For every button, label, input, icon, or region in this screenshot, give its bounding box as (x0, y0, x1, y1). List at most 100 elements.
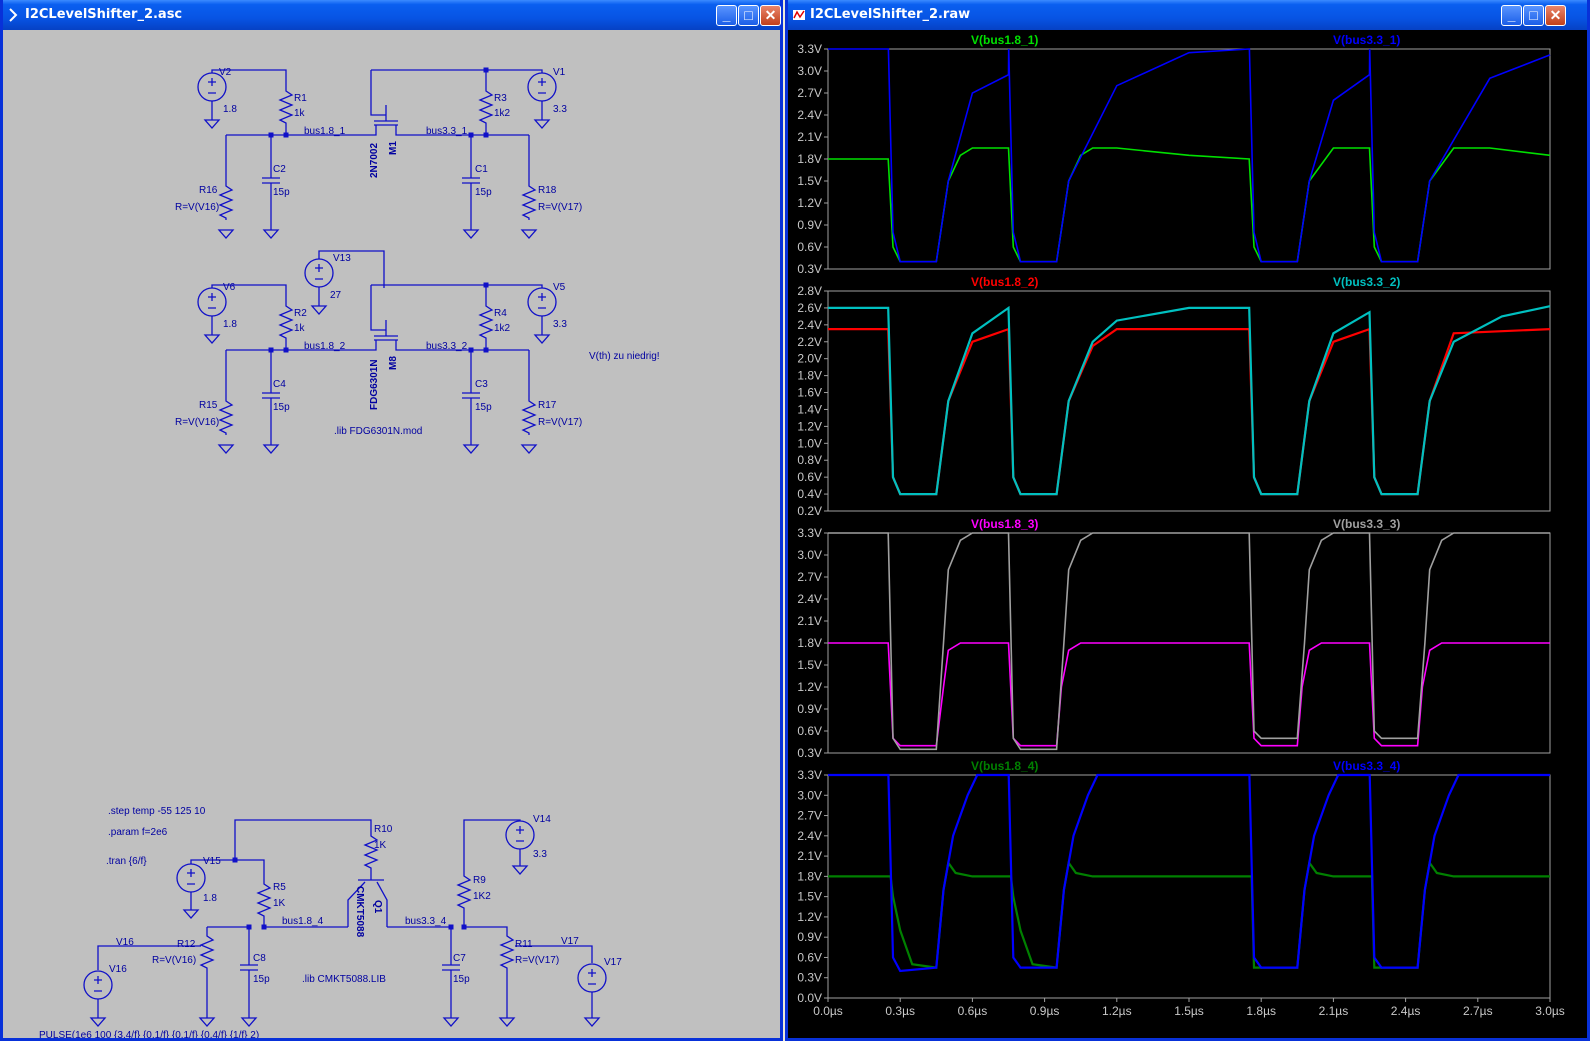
label-C1_val[interactable]: 15p (475, 187, 492, 198)
trace-label[interactable]: V(bus3.3_3) (1333, 517, 1400, 531)
waveform-pane-4[interactable]: 0.0V0.3V0.6V0.9V1.2V1.5V1.8V2.1V2.4V2.7V… (797, 759, 1551, 1005)
label-R18[interactable]: R18 (538, 185, 557, 196)
label-R4[interactable]: R4 (494, 308, 507, 319)
pulse-directive[interactable]: PULSE(1e6 100 {3.4/f} {0.1/f} {0.1/f} {0… (39, 1030, 259, 1038)
bjt-name[interactable]: Q1 (372, 900, 383, 914)
label-V1_val[interactable]: 3.3 (553, 104, 567, 115)
label-R17[interactable]: R17 (538, 400, 557, 411)
label-R2[interactable]: R2 (294, 308, 307, 319)
label-R11_val[interactable]: R=V(V17) (515, 955, 559, 966)
waveform-pane-3[interactable]: 0.3V0.6V0.9V1.2V1.5V1.8V2.1V2.4V2.7V3.0V… (797, 517, 1551, 760)
spice-directive[interactable]: .lib CMKT5088.LIB (302, 974, 386, 985)
spice-directive[interactable]: .tran {6/f} (106, 856, 147, 867)
label-R12[interactable]: R12 (177, 939, 196, 950)
waveform-plots[interactable]: 0.3V0.6V0.9V1.2V1.5V1.8V2.1V2.4V2.7V3.0V… (788, 30, 1587, 1038)
label-R1[interactable]: R1 (294, 93, 307, 104)
net-label[interactable]: V16 (116, 937, 134, 948)
label-V6_val[interactable]: 1.8 (223, 319, 237, 330)
label-C7[interactable]: C7 (453, 953, 466, 964)
label-V13[interactable]: V13 (333, 253, 351, 264)
spice-directive[interactable]: .lib FDG6301N.mod (334, 426, 422, 437)
label-C8_val[interactable]: 15p (253, 974, 270, 985)
label-R16_val[interactable]: R=V(V16) (175, 202, 219, 213)
trace-label[interactable]: V(bus3.3_2) (1333, 275, 1400, 289)
label-V2_val[interactable]: 1.8 (223, 104, 237, 115)
mosfet-name[interactable]: M1 (388, 141, 399, 155)
trace-label[interactable]: V(bus1.8_1) (971, 33, 1038, 47)
net-label[interactable]: bus1.8_1 (304, 126, 346, 137)
schematic-titlebar[interactable]: I2CLevelShifter_2.asc _ □ ✕ (3, 0, 781, 30)
label-R10[interactable]: R10 (374, 824, 393, 835)
label-R9[interactable]: R9 (473, 875, 486, 886)
trace-label[interactable]: V(bus1.8_3) (971, 517, 1038, 531)
label-R15_val[interactable]: R=V(V16) (175, 417, 219, 428)
label-V16[interactable]: V16 (109, 964, 127, 975)
close-button[interactable]: ✕ (760, 5, 781, 26)
label-C1[interactable]: C1 (475, 164, 488, 175)
schematic-drawing[interactable]: V2 1.8 R1 1k V1 3.3 R3 1k2 bus1.8_1 bus3.3_1C2 15p… (3, 30, 780, 1038)
label-C3_val[interactable]: 15p (475, 402, 492, 413)
label-C2_val[interactable]: 15p (273, 187, 290, 198)
label-R12_val[interactable]: R=V(V16) (152, 955, 196, 966)
label-R18_val[interactable]: R=V(V17) (538, 202, 582, 213)
label-V17[interactable]: V17 (604, 957, 622, 968)
trace-label[interactable]: V(bus1.8_4) (971, 759, 1038, 773)
spice-directive[interactable]: .step temp -55 125 10 (108, 806, 206, 817)
label-R5[interactable]: R5 (273, 882, 286, 893)
label-R3[interactable]: R3 (494, 93, 507, 104)
label-C3[interactable]: C3 (475, 379, 488, 390)
mosfet-model[interactable]: FDG6301N (369, 359, 380, 410)
label-C4_val[interactable]: 15p (273, 402, 290, 413)
net-label[interactable]: bus3.3_4 (405, 916, 447, 927)
label-V6[interactable]: V6 (223, 282, 236, 293)
net-label[interactable]: bus3.3_1 (426, 126, 468, 137)
waveform-pane-2[interactable]: 0.2V0.4V0.6V0.8V1.0V1.2V1.4V1.6V1.8V2.0V… (797, 275, 1551, 518)
label-C7_val[interactable]: 15p (453, 974, 470, 985)
waveform-pane-1[interactable]: 0.3V0.6V0.9V1.2V1.5V1.8V2.1V2.4V2.7V3.0V… (797, 33, 1551, 276)
bjt-model[interactable]: CMKT5088 (354, 886, 365, 938)
maximize-button[interactable]: □ (738, 5, 759, 26)
label-R4_val[interactable]: 1k2 (494, 323, 511, 334)
label-V14_val[interactable]: 3.3 (533, 849, 547, 860)
label-R16[interactable]: R16 (199, 185, 218, 196)
maximize-button[interactable]: □ (1523, 5, 1544, 26)
mosfet-model[interactable]: 2N7002 (369, 143, 380, 178)
net-label[interactable]: V17 (561, 936, 579, 947)
label-V2[interactable]: V2 (219, 67, 232, 78)
label-C2[interactable]: C2 (273, 164, 286, 175)
spice-directive[interactable]: .param f=2e6 (108, 827, 168, 838)
label-R17_val[interactable]: R=V(V17) (538, 417, 582, 428)
trace-label[interactable]: V(bus3.3_4) (1333, 759, 1400, 773)
net-label[interactable]: bus1.8_4 (282, 916, 324, 927)
note-text[interactable]: V(th) zu niedrig! (589, 351, 660, 362)
trace-label[interactable]: V(bus1.8_2) (971, 275, 1038, 289)
trace-label[interactable]: V(bus3.3_1) (1333, 33, 1400, 47)
mosfet-name[interactable]: M8 (388, 356, 399, 370)
label-V13_val[interactable]: 27 (330, 290, 342, 301)
close-button[interactable]: ✕ (1545, 5, 1566, 26)
label-R1_val[interactable]: 1k (294, 108, 306, 119)
label-R10_val[interactable]: 1K (374, 840, 387, 851)
label-V5[interactable]: V5 (553, 282, 566, 293)
label-R9_val[interactable]: 1K2 (473, 891, 491, 902)
label-R3_val[interactable]: 1k2 (494, 108, 511, 119)
label-R15[interactable]: R15 (199, 400, 218, 411)
label-R11[interactable]: R11 (515, 939, 533, 950)
label-V5_val[interactable]: 3.3 (553, 319, 567, 330)
label-V15[interactable]: V15 (203, 856, 221, 867)
net-label[interactable]: bus1.8_2 (304, 341, 346, 352)
label-R2_val[interactable]: 1k (294, 323, 306, 334)
minimize-button[interactable]: _ (1501, 5, 1522, 26)
label-V14[interactable]: V14 (533, 814, 551, 825)
minimize-button[interactable]: _ (716, 5, 737, 26)
label-V15_val[interactable]: 1.8 (203, 893, 217, 904)
waveform-titlebar[interactable]: I2CLevelShifter_2.raw _ □ ✕ (788, 0, 1587, 30)
net-label[interactable]: bus3.3_2 (426, 341, 468, 352)
label-C8[interactable]: C8 (253, 953, 266, 964)
label-C4[interactable]: C4 (273, 379, 286, 390)
label-V1[interactable]: V1 (553, 67, 566, 78)
